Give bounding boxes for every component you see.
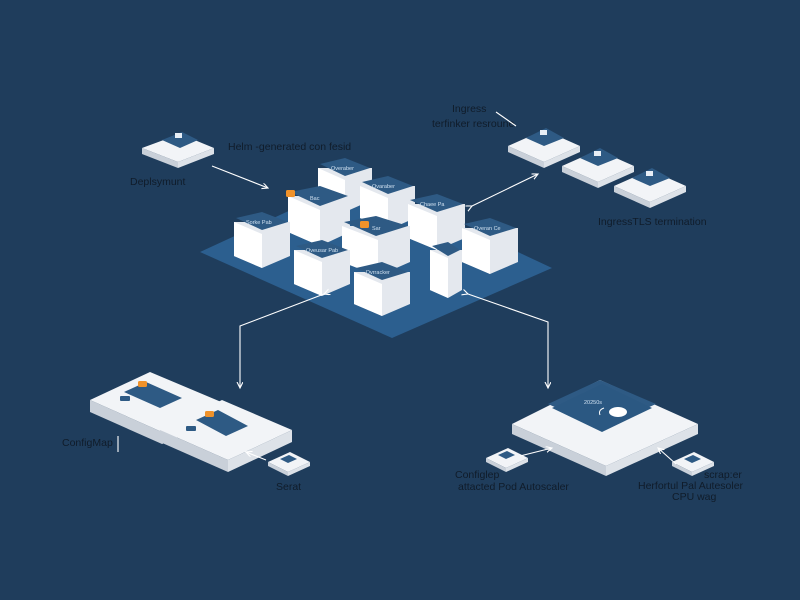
hpa-chip-left — [486, 448, 528, 472]
deployment-node — [142, 132, 214, 168]
folder-icon — [120, 396, 130, 401]
cluster-tag-8: Oveusar Pab — [306, 248, 338, 254]
cluster-tag-4: Overan Ce — [474, 226, 501, 232]
secret-arrow — [246, 452, 267, 461]
cluster-to-hpa-arrow — [468, 294, 548, 388]
hpa-left-label-2: attacted Pod Autoscaler — [458, 481, 569, 493]
hpa-right-label-2: Herfortul Pal Autesoler — [638, 480, 744, 492]
ingress-tls-label: IngressTLS termination — [598, 216, 707, 228]
cluster-tag-9: Dvrracker — [366, 270, 390, 276]
hpa-chip-right — [672, 452, 714, 476]
box-icon — [540, 130, 547, 135]
ingress-node-3 — [614, 168, 686, 208]
cluster-node-8: Sorke Pab — [234, 212, 290, 268]
secret-chip — [268, 452, 310, 476]
configmap-label: ConfigMap — [62, 437, 113, 449]
helm-label: Helm -generated con fesid — [228, 141, 351, 153]
cluster-to-config-arrow — [240, 294, 324, 388]
hpa-screen-label: 20250s — [584, 400, 602, 406]
hpa-right-label-1: scrap:er — [704, 469, 742, 481]
cluster-tag-6: Sorke Pab — [246, 220, 272, 226]
cluster-node-7 — [430, 242, 462, 298]
cluster-node-10: Dvrracker — [354, 262, 410, 316]
cluster-tag-3: Chaee Pa — [420, 202, 445, 208]
cluster-group: Overaber Ovaraber Chaee Pa Overan Ce Ba — [200, 158, 552, 338]
ingress-node-2 — [562, 148, 634, 188]
ingress-title-label: Ingress — [452, 103, 486, 115]
box-icon — [594, 151, 601, 156]
hpa-left-arrow — [519, 448, 552, 457]
warning-icon — [286, 190, 295, 197]
hpa-right-label-3: CPU wag — [672, 491, 717, 503]
hpa-base: 20250s — [512, 380, 698, 476]
warning-icon — [138, 381, 147, 387]
cluster-node-6: Sar — [342, 216, 410, 276]
warning-icon — [205, 411, 214, 417]
cluster-tag-7: Sar — [372, 226, 381, 232]
ingress-arrow — [472, 174, 538, 206]
ingress-pointer-line — [495, 111, 517, 127]
folder-icon — [186, 426, 196, 431]
cluster-tag-5: Bac — [310, 196, 320, 202]
hpa-left-label-1: Configlep — [455, 469, 500, 481]
deployment-arrow — [211, 165, 268, 188]
secret-panel — [160, 400, 292, 472]
cluster-tag-2: Ovaraber — [372, 184, 395, 190]
cluster-node-9: Oveusar Pab — [294, 240, 350, 296]
box-icon — [646, 171, 653, 176]
clock-icon — [609, 407, 627, 417]
cluster-node-5: Bac — [286, 186, 350, 246]
ingress-node-1 — [508, 128, 580, 168]
box-icon — [175, 133, 182, 138]
cluster-tag-1: Overaber — [331, 166, 354, 172]
warning-icon — [360, 221, 369, 228]
secret-label: Serat — [276, 481, 301, 493]
deployment-label: Deplsymunt — [130, 176, 186, 188]
hpa-right-arrow — [658, 448, 677, 465]
ingress-sub-label: terfinker resroune — [432, 118, 514, 130]
cluster-node-3: Chaee Pa — [408, 194, 465, 250]
cluster-node-4: Overan Ce — [462, 218, 518, 274]
